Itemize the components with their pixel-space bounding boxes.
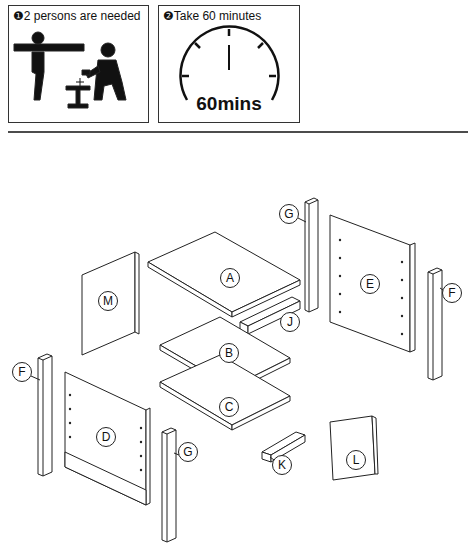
hole <box>401 261 403 263</box>
hole <box>401 297 403 299</box>
two-persons-icon <box>14 32 126 108</box>
part-callout: J <box>280 312 300 332</box>
part-callout: F <box>442 283 462 303</box>
part-letter: L <box>353 454 360 466</box>
hole <box>140 469 142 471</box>
hole <box>401 333 403 335</box>
part-letter: F <box>18 366 25 378</box>
hole <box>401 315 403 317</box>
part-letter: J <box>287 316 293 328</box>
part-letter: C <box>225 401 234 413</box>
part-callout: L <box>346 450 366 470</box>
hole <box>69 422 71 424</box>
part-callout: M <box>98 291 118 311</box>
hole <box>339 239 341 241</box>
part-callout: K <box>272 455 292 475</box>
leader-line <box>31 218 443 460</box>
part-letter: G <box>284 208 293 220</box>
part-callout: A <box>220 268 240 288</box>
part-callout: G <box>178 442 198 462</box>
part-letter: M <box>103 295 113 307</box>
part-letter: E <box>366 278 374 290</box>
hole <box>339 311 341 313</box>
hole <box>69 394 71 396</box>
clock-gauge <box>181 27 279 100</box>
box-heading: ❶2 persons are needed <box>13 9 141 23</box>
panel-m <box>82 252 135 355</box>
hole <box>69 436 71 438</box>
hole <box>140 427 142 429</box>
hole <box>140 455 142 457</box>
part-callout: B <box>219 343 239 363</box>
hole <box>69 408 71 410</box>
part-callout: E <box>360 274 380 294</box>
part-letter: F <box>448 287 455 299</box>
part-callout: F <box>12 362 32 382</box>
panel-c <box>160 355 290 425</box>
panel-l <box>330 416 375 480</box>
part-letter: A <box>226 272 234 284</box>
hole <box>339 293 341 295</box>
separator-line <box>8 131 468 133</box>
panel-d <box>65 372 146 505</box>
hole <box>140 441 142 443</box>
info-box: ❶2 persons are needed <box>8 5 149 123</box>
hole <box>401 279 403 281</box>
part-letter: D <box>102 431 111 443</box>
part-callout: D <box>96 427 116 447</box>
duration-label: 60mins <box>159 93 299 115</box>
part-letter: G <box>183 446 192 458</box>
hole <box>339 275 341 277</box>
panel-a <box>148 232 300 312</box>
part-letter: K <box>278 459 286 471</box>
part-callout: G <box>279 204 299 224</box>
box-heading: ❷Take 60 minutes <box>163 9 261 23</box>
part-callout: C <box>219 397 239 417</box>
hole <box>339 257 341 259</box>
info-box: ❷Take 60 minutes 60mins <box>158 5 300 123</box>
panel-e <box>330 215 410 352</box>
part-letter: B <box>225 347 233 359</box>
